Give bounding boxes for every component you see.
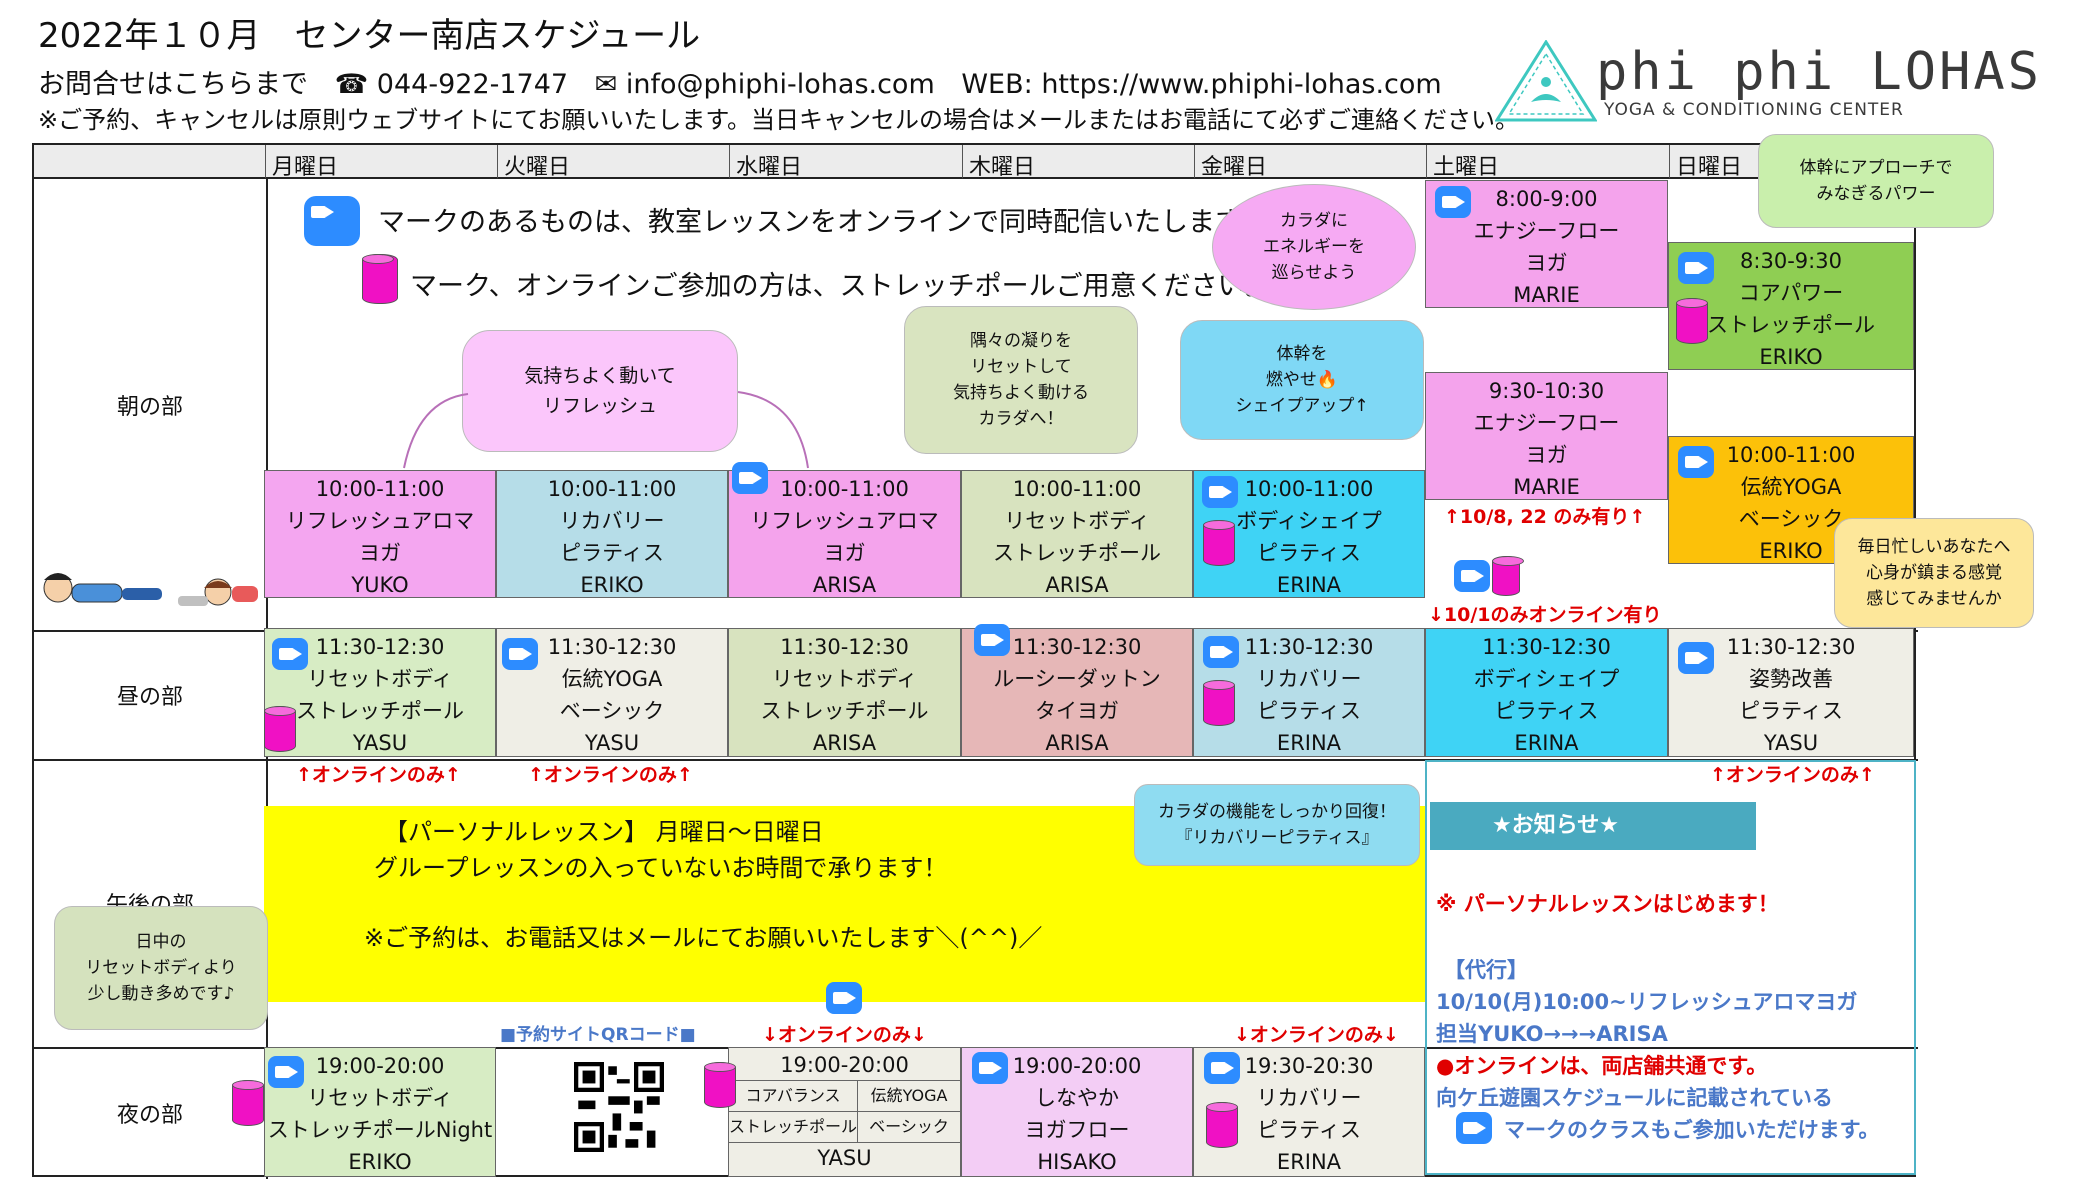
zoom-icon <box>732 462 768 494</box>
zoom-icon <box>272 638 308 670</box>
online-only-sun: ↑オンラインのみ↑ <box>1710 764 1875 786</box>
phone-number[interactable]: ☎ 044-922-1747 <box>334 69 569 100</box>
stretch-pole-icon <box>1206 1102 1238 1148</box>
notice-substitute-teacher: 担当YUKO→→→ARISA <box>1436 1022 1668 1046</box>
wed-night-class-a: コアバランスストレッチポール <box>729 1081 859 1142</box>
zoom-icon <box>972 1052 1008 1084</box>
zoom-icon <box>304 196 360 246</box>
row-label-noon: 昼の部 <box>116 684 183 710</box>
zoom-icon <box>974 624 1010 656</box>
qr-label: ■予約サイトQRコード■ <box>500 1025 696 1045</box>
email-address[interactable]: ✉ info@phiphi-lohas.com <box>594 69 935 100</box>
callout-busy-people: 毎日忙しいあなたへ心身が鎮まる感覚感じてみませんか <box>1834 518 2034 628</box>
logo-subtitle: YOGA & CONDITIONING CENTER <box>1604 100 1904 120</box>
zoom-icon <box>1678 446 1714 478</box>
day-header-sat: 土曜日 <box>1427 145 1670 180</box>
notice-personal: ※ パーソナルレッスンはじめます！ <box>1436 892 1779 916</box>
row-label-night: 夜の部 <box>116 1103 183 1128</box>
stretch-pole-icon <box>362 254 398 304</box>
stretch-pole-icon <box>1676 298 1708 344</box>
callout-day-reset: 日中のリセットボディより少し動き多めです♪ <box>54 906 268 1030</box>
stretch-pole-icon <box>232 1080 264 1126</box>
callout-refresh: 気持ちよく動いてリフレッシュ <box>462 330 738 452</box>
day-header-tue: 火曜日 <box>498 145 730 180</box>
callout-body-shape: 体幹を燃やせ🔥シェイプアップ↑ <box>1180 320 1424 440</box>
notice-substitute-title: 【代行】 <box>1444 958 1528 982</box>
corner-cell <box>34 145 266 179</box>
qr-code-icon[interactable] <box>574 1062 664 1152</box>
zoom-icon <box>1454 560 1490 592</box>
zoom-icon <box>826 982 862 1014</box>
row-label-morning: 朝の部 <box>116 394 183 420</box>
zoom-icon <box>268 1056 304 1088</box>
stretch-pole-icon <box>264 706 296 752</box>
contact-label: お問合せはこちらまで <box>38 69 308 100</box>
reservation-note: ※ご予約、キャンセルは原則ウェブサイトにてお願いいたします。当日キャンセルの場合… <box>38 106 1519 134</box>
zoom-icon <box>1435 186 1471 218</box>
day-header-mon: 月曜日 <box>266 145 498 180</box>
zoom-icon <box>1456 1112 1492 1144</box>
zoom-icon <box>1202 476 1238 508</box>
page-title: 2022年１０月 センター南店スケジュール <box>38 16 701 56</box>
online-only-fri-night: ↓オンラインのみ↓ <box>1234 1024 1399 1046</box>
zoom-icon <box>1203 636 1239 668</box>
schedule-grid: 月曜日 火曜日 水曜日 木曜日 金曜日 土曜日 日曜日 朝の部 昼の部 午後の部… <box>32 143 1918 1179</box>
callout-reset-body: 隅々の凝りをリセットして気持ちよく動けるカラダへ！ <box>904 306 1138 454</box>
online-only-tue: ↑オンラインのみ↑ <box>528 764 693 786</box>
notice-panel <box>1425 760 1916 1175</box>
stretch-pole-icon <box>1203 680 1235 726</box>
notice-title: ★お知らせ★ <box>1430 802 1756 850</box>
notice-substitute-date: 10/10(月)10:00~リフレッシュアロマヨガ <box>1436 990 1858 1014</box>
notice-online-shared: ●オンラインは、両店舗共通です。 <box>1436 1054 1768 1078</box>
online-only-mon: ↑オンラインのみ↑ <box>296 764 461 786</box>
day-header-fri: 金曜日 <box>1195 145 1427 180</box>
sat-schedule-note: ↑10/8, 22 のみ有り↑ <box>1444 506 1646 528</box>
stretching-people-icon <box>43 573 258 606</box>
logo-icon <box>1495 40 1597 122</box>
stretch-pole-icon <box>1203 520 1235 566</box>
stretch-pole-icon <box>1492 556 1524 596</box>
callout-energy: カラダにエネルギーを巡らせよう <box>1212 184 1416 310</box>
zoom-icon <box>1678 252 1714 284</box>
day-header-wed: 水曜日 <box>730 145 963 180</box>
contact-line: お問合せはこちらまで ☎ 044-922-1747 ✉ info@phiphi-… <box>38 62 1460 101</box>
callout-recovery: カラダの機能をしっかり回復！『リカバリーピラティス』 <box>1134 784 1420 866</box>
stretch-pole-icon <box>704 1062 736 1108</box>
logo-name: phi phi LOHAS <box>1596 42 2042 102</box>
day-header-thu: 木曜日 <box>963 145 1195 180</box>
legend-pole-text: マーク、オンラインご参加の方は、ストレッチポールご用意ください。 <box>410 271 1272 302</box>
zoom-icon <box>1204 1052 1240 1084</box>
personal-line-2: グループレッスンの入っていないお時間で承ります！ <box>374 854 948 882</box>
zoom-icon <box>502 638 538 670</box>
callout-core-power: 体幹にアプローチでみなぎるパワー <box>1758 134 1994 228</box>
web-link[interactable]: WEB: https://www.phiphi-lohas.com <box>961 69 1442 100</box>
online-only-wed-night: ↓オンラインのみ↓ <box>762 1024 927 1046</box>
sat-online-note: ↓10/1のみオンライン有り <box>1428 604 1662 626</box>
notice-zoom-classes: マークのクラスもご参加いただけます。 <box>1504 1118 1880 1142</box>
callout-arcs <box>403 391 809 469</box>
personal-line-3: ※ご予約は、お電話又はメールにてお願いいたします＼(^^)／ <box>364 924 1043 952</box>
legend-zoom-text: マークのあるものは、教室レッスンをオンラインで同時配信いたします。 <box>378 207 1267 238</box>
personal-line-1: 【パーソナルレッスン】 月曜日～日曜日 <box>384 818 824 846</box>
notice-mukogaoka: 向ケ丘遊園スケジュールに記載されている <box>1436 1086 1833 1110</box>
zoom-icon <box>1678 642 1714 674</box>
